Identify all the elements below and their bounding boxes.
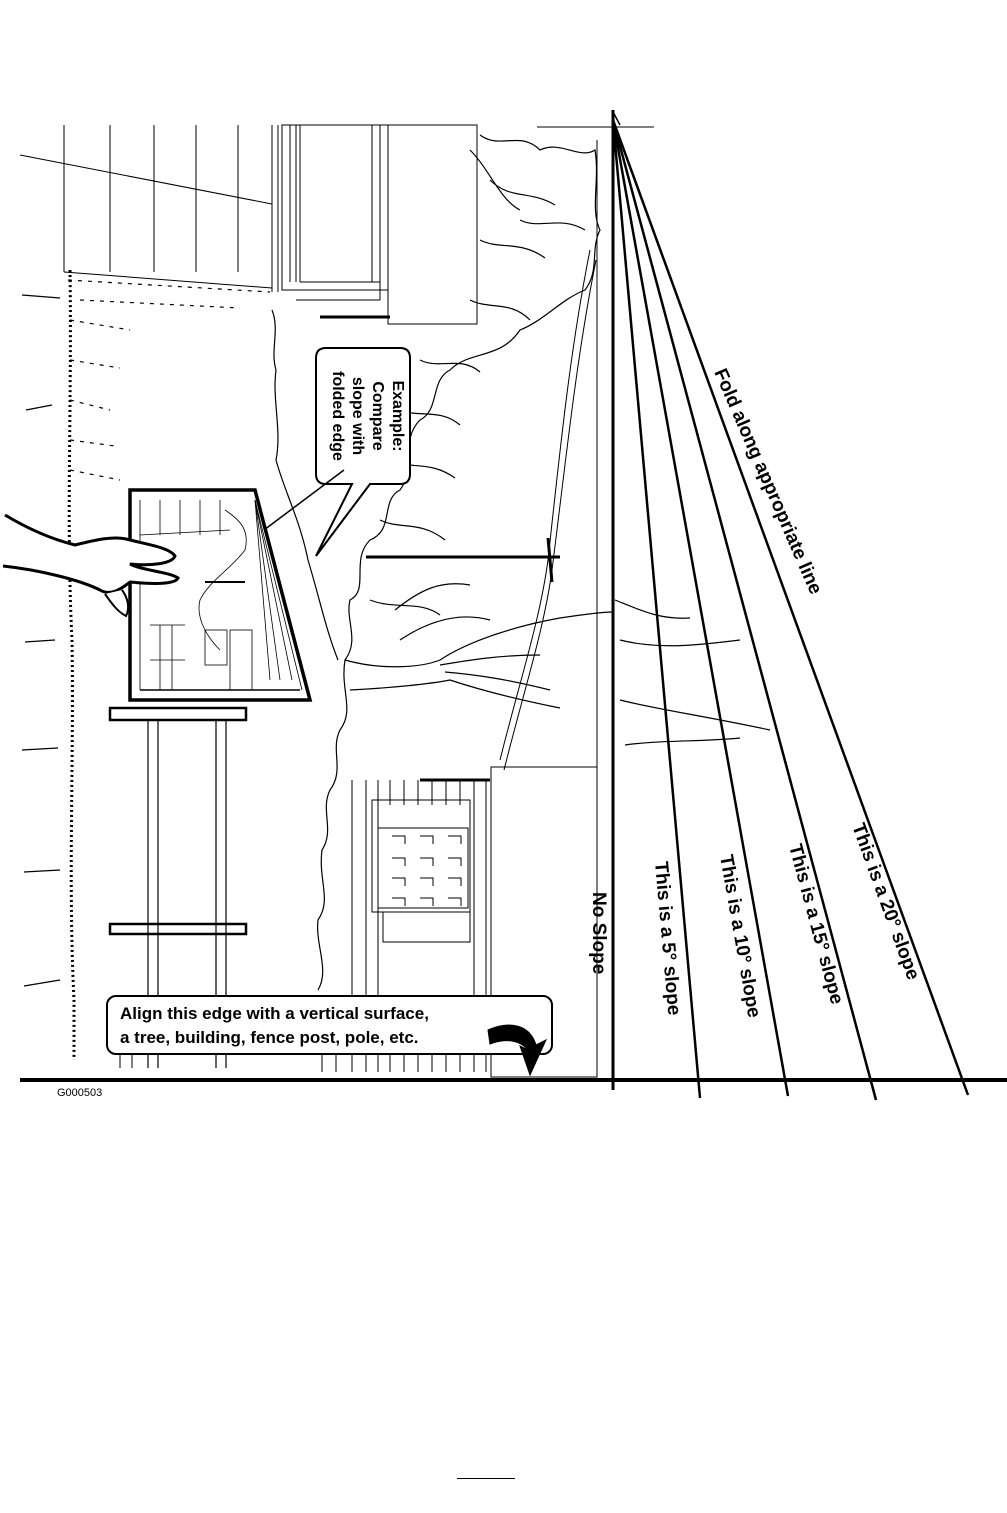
align-callout: Align this edge with a vertical surface,… (107, 996, 552, 1054)
example-callout-line-1: Example: (389, 380, 406, 451)
ground-edge-illustration (22, 270, 74, 1060)
example-callout-line-2: Compare (369, 381, 386, 450)
pole-illustration (366, 250, 596, 770)
align-callout-line-1: Align this edge with a vertical surface, (120, 1004, 429, 1023)
building-wall-illustration (20, 125, 272, 288)
example-callout-line-3: slope with (349, 377, 366, 455)
slope-line-10 (613, 120, 788, 1096)
example-callout-line-4: folded edge (329, 371, 346, 461)
example-inset-card (130, 490, 310, 700)
slope-line-5 (613, 120, 700, 1098)
slope-label-15: This is a 15° slope (784, 842, 847, 1007)
slope-label-10: This is a 10° slope (715, 853, 764, 1019)
page-number-rule (457, 1478, 515, 1479)
align-callout-line-2: a tree, building, fence post, pole, etc. (120, 1028, 419, 1047)
slope-label-20: This is a 20° slope (847, 821, 923, 983)
fold-instruction-label: Fold along appropriate line (709, 366, 825, 598)
no-slope-label: No Slope (588, 892, 609, 974)
tree-illustration (272, 135, 770, 990)
house-illustration (272, 125, 477, 324)
example-callout: Example: Compare slope with folded edge (264, 348, 410, 556)
slope-label-5: This is a 5° slope (650, 861, 684, 1017)
grass-illustration (68, 280, 270, 480)
figure-id: G000503 (57, 1087, 102, 1099)
